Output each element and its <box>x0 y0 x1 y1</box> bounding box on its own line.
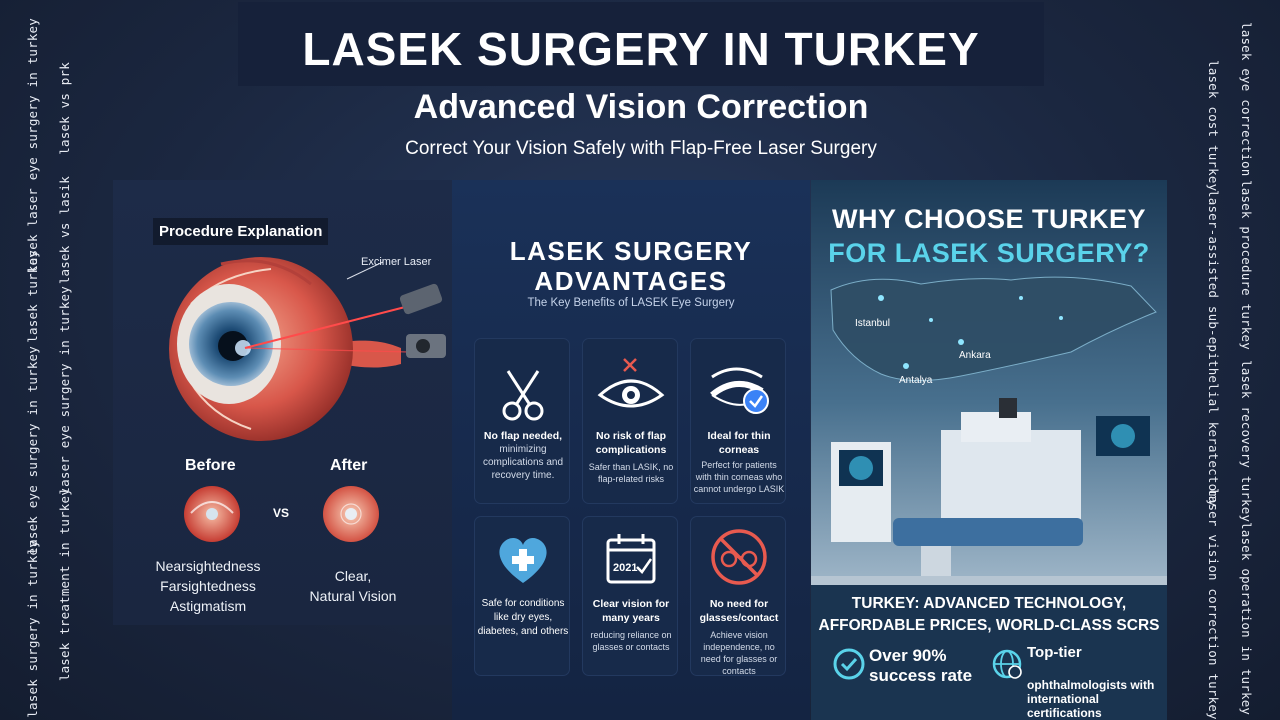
keyword-left-2: lasek vs prk <box>57 62 72 155</box>
keyword-right-6: laser vision correction turkey <box>1206 488 1221 720</box>
advantage-card-desc: Safer than LASIK, no flap-related risks <box>588 462 674 484</box>
keyword-right-2: lasek cost turkey <box>1206 60 1221 192</box>
success-rate-line: success rate <box>869 666 973 685</box>
why-turkey-title: WHY CHOOSE TURKEY FOR LASEK SURGERY? <box>811 202 1167 270</box>
page-tagline: Correct Your Vision Safely with Flap-Fre… <box>405 138 877 159</box>
keyword-right-5: lasek recovery turkey <box>1239 360 1254 523</box>
advantage-card-safe-conditions: Safe for conditions like dry eyes, diabe… <box>474 516 570 676</box>
advantage-card-title: No risk of flap complications <box>595 430 667 456</box>
page-title: LASEK SURGERY IN TURKEY <box>302 23 980 75</box>
condition-item: Astigmatism <box>169 598 247 614</box>
keyword-left-7: lasek surgery in turkey <box>25 540 40 718</box>
city-label-ankara: Ankara <box>959 350 991 361</box>
condition-item: Farsightedness <box>160 578 256 594</box>
advantages-subtitle: The Key Benefits of LASEK Eye Surgery <box>527 297 735 309</box>
advantages-title-line: LASEK SURGERY <box>509 236 753 266</box>
advantage-card-desc: reducing reliance on glasses or contacts <box>590 630 672 652</box>
doctors-desc: ophthalmologists with international cert… <box>1027 678 1155 720</box>
title-band <box>238 2 1044 86</box>
keyword-right-3: lasek procedure turkey <box>1239 180 1254 350</box>
advantages-title-line: ADVANTAGES <box>534 266 728 296</box>
heart-plus-icon <box>499 538 547 583</box>
clinic-map-illustration <box>811 180 1167 585</box>
keyword-left-8: lasek treatment in turkey <box>57 488 72 682</box>
advantage-card-no-glasses: No need for glasses/contact Achieve visi… <box>690 516 786 676</box>
advantage-card-title: Clear vision for many years <box>592 598 670 624</box>
advantages-panel: LASEK SURGERY ADVANTAGES The Key Benefit… <box>452 180 810 720</box>
excimer-laser-label: Excimer Laser <box>361 256 432 268</box>
keyword-right-1: lasek eye correction <box>1239 22 1254 177</box>
keyword-left-5: lasek eye surgery in turkey <box>25 346 40 555</box>
result-line: Clear, <box>334 568 372 584</box>
advantage-card-desc: minimizing complications and recovery ti… <box>482 444 564 481</box>
keyword-right-4: laser-assisted sub-epithelial keratectom… <box>1206 190 1221 507</box>
why-turkey-panel: WHY CHOOSE TURKEY FOR LASEK SURGERY? Ist… <box>811 180 1167 720</box>
doctors-title: Top-tier <box>1027 644 1082 661</box>
advantage-card-no-flap: No flap needed, minimizing complications… <box>474 338 570 504</box>
page-subtitle: Advanced Vision Correction <box>413 88 869 126</box>
why-title-line: WHY CHOOSE TURKEY <box>831 204 1147 234</box>
keyword-left-4: lasek turkey <box>25 250 40 343</box>
calendar-icon: 2021 <box>606 534 656 584</box>
eyeball-laser-illustration <box>169 257 446 441</box>
keyword-left-6: laser eye surgery in turkey <box>57 286 72 495</box>
why-turkey-footer <box>811 585 1167 720</box>
scissors-icon <box>502 370 544 421</box>
success-rate-line: Over 90% <box>869 646 947 665</box>
advantage-card-long-lasting: 2021 Clear vision for many years reducin… <box>582 516 678 676</box>
advantage-card-desc: Safe for conditions like dry eyes, diabe… <box>477 598 569 637</box>
result-line: Natural Vision <box>309 588 397 604</box>
advantage-card-desc: Perfect for patients with thin corneas w… <box>693 460 785 494</box>
advantage-card-desc: Achieve vision independence, no need for… <box>700 630 778 676</box>
keyword-left-3: lasek vs lasik <box>57 176 72 285</box>
advantage-card-title: No need for glasses/contact <box>699 598 779 624</box>
procedure-title: Procedure Explanation <box>153 218 329 245</box>
advantage-card-thin-corneas: Ideal for thin corneas Perfect for patie… <box>690 338 786 504</box>
result-text: Clear, Natural Vision <box>293 566 413 606</box>
check-circle-icon <box>833 648 865 680</box>
eye-no-flap-icon <box>597 358 665 408</box>
calendar-year: 2021 <box>613 562 637 574</box>
procedure-panel: Procedure Explanation <box>113 180 453 625</box>
condition-item: Nearsightedness <box>155 558 261 574</box>
city-label-istanbul: Istanbul <box>855 318 891 329</box>
advantage-card-title: No flap needed, <box>483 430 563 442</box>
advantage-card-no-flap-risk: No risk of flap complications Safer than… <box>582 338 678 504</box>
globe-doctor-icon <box>992 649 1022 679</box>
vs-label: VS <box>273 506 290 520</box>
success-rate-stat: Over 90% success rate <box>869 646 972 686</box>
before-eye-icon <box>184 486 240 542</box>
advantage-card-title: Ideal for thin corneas <box>707 430 771 456</box>
cornea-check-icon <box>710 367 769 414</box>
city-label-antalya: Antalya <box>899 375 933 386</box>
before-label: Before <box>185 457 236 474</box>
conditions-list: Nearsightedness Farsightedness Astigmati… <box>143 556 273 616</box>
no-glasses-icon <box>711 529 767 585</box>
summary-line: AFFORDABLE PRICES, WORLD-CLASS SCRS <box>818 617 1160 634</box>
keyword-right-7: lasek operation in turkey <box>1239 522 1254 716</box>
after-label: After <box>330 457 368 474</box>
turkey-summary: TURKEY: ADVANCED TECHNOLOGY, AFFORDABLE … <box>811 593 1167 637</box>
advantages-title: LASEK SURGERY ADVANTAGES <box>452 236 810 296</box>
summary-line: TURKEY: ADVANCED TECHNOLOGY, <box>851 595 1127 612</box>
keyword-left-1: lasek laser eye surgery in turkey <box>25 18 40 273</box>
why-title-line: FOR LASEK SURGERY? <box>828 238 1150 268</box>
after-eye-icon <box>323 486 379 542</box>
